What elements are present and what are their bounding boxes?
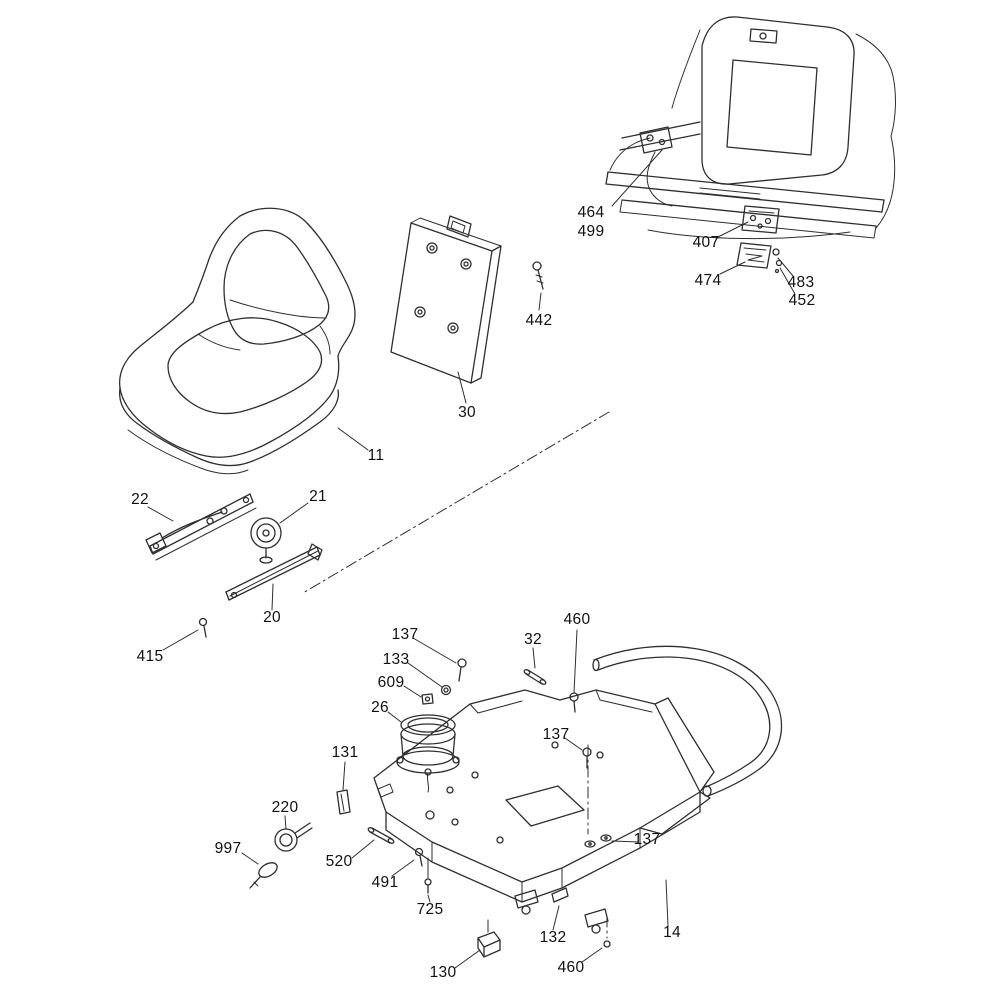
seat-switch [387,711,460,793]
part-label-132: 132 [539,929,567,946]
part-label-491: 491 [371,874,399,891]
part-label-137-c: 137 [633,831,661,848]
part-label-14: 14 [663,924,681,941]
nut-609 [403,685,434,705]
back-panel [390,215,502,404]
part-label-137-b: 137 [542,726,570,743]
clip-130 [454,919,501,969]
part-label-997: 997 [214,840,242,857]
clip-131 [336,761,351,815]
screw-491 [391,847,424,877]
part-label-133: 133 [382,651,410,668]
fastener-137-top [412,637,467,682]
part-label-520: 520 [325,853,353,870]
part-label-137-a: 137 [391,626,419,643]
seat-shell [118,207,369,475]
part-label-131: 131 [331,744,359,761]
part-label-415: 415 [136,648,164,665]
part-label-442: 442 [525,312,553,329]
leader-14 [665,879,669,927]
seat-pan-assembly [373,645,783,934]
part-label-20: 20 [263,609,281,626]
washer-133 [407,662,452,696]
part-label-32: 32 [524,631,542,648]
part-label-499: 499 [577,223,605,240]
part-label-474: 474 [694,272,722,289]
part-label-30: 30 [458,404,476,421]
assembled-seat-reference [605,16,896,295]
part-label-130: 130 [429,964,457,981]
part-label-407: 407 [692,234,720,251]
screw-725 [424,857,432,903]
key-997 [241,852,278,889]
part-label-725: 725 [416,901,444,918]
part-label-22: 22 [131,491,149,508]
part-label-26: 26 [371,699,389,716]
part-label-220: 220 [271,799,299,816]
knob-220 [274,815,313,852]
part-label-609: 609 [377,674,405,691]
part-label-11: 11 [367,447,385,464]
part-label-21: 21 [309,488,327,505]
bracket-132 [551,887,569,931]
part-label-460-b: 460 [557,959,585,976]
part-label-460-a: 460 [563,611,591,628]
screw-442 [532,261,544,311]
part-label-483: 483 [787,274,815,291]
screw-415 [162,617,208,651]
part-label-464: 464 [577,204,605,221]
screw-460-bottom [581,940,611,963]
screw-137-right [564,737,592,769]
screw-460-top [569,629,579,713]
leader-137-lower [611,840,639,843]
pin-32 [523,647,547,685]
part-label-452: 452 [788,292,816,309]
seat-rail-lower [225,543,323,611]
pin-520 [351,827,395,859]
seat-rail-upper [145,493,257,561]
adjustment-knob [250,502,309,564]
